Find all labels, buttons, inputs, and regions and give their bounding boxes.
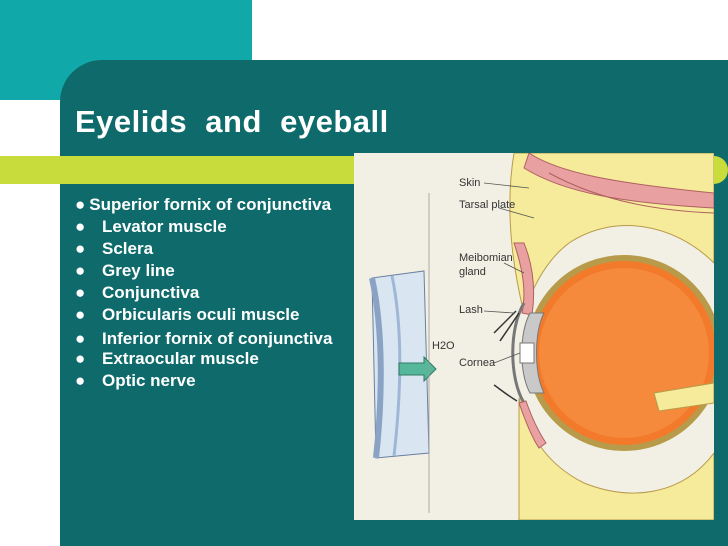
tarsal-plate-label: Tarsal plate (459, 199, 515, 211)
h2o-label: H2O (432, 340, 455, 352)
leader-line (483, 182, 530, 189)
eye-anatomy-figure: H2O Skin Tarsal plate Meibomian gland La… (354, 153, 714, 520)
leader-line (498, 207, 535, 219)
cornea-curve (511, 302, 526, 404)
meibomian-label: Meibomian (459, 252, 513, 264)
skin-label: Skin (459, 177, 480, 189)
slide-title: Eyelids and eyeball (75, 104, 389, 139)
bullet-item: ●Optic nerve (75, 371, 196, 390)
leader-line (503, 262, 525, 274)
optic-nerve (653, 382, 714, 412)
lower-lid-tarsus (518, 400, 547, 449)
vitreous (539, 268, 709, 438)
bullet-dot-icon: ● (75, 261, 86, 280)
bullet-item: ●Sclera (75, 239, 154, 258)
bullet-dot-icon: ● (75, 305, 86, 324)
bullet-item: ●Levator muscle (75, 217, 227, 236)
bullet-item: ●Orbicularis oculi muscle (75, 305, 300, 324)
eyelash (499, 312, 520, 342)
muscle-fibers (548, 172, 714, 214)
lash-label: Lash (459, 304, 483, 316)
bullet-item: ●Superior fornix of conjunctiva (75, 195, 332, 214)
bullet-item: ●Grey line (75, 261, 175, 280)
bullet-dot-icon: ● (75, 349, 86, 368)
bullet-dot-icon: ● (75, 217, 86, 236)
bullet-item: ●Conjunctiva (75, 283, 200, 302)
tissue-layer (369, 277, 384, 459)
leader-line (493, 352, 521, 364)
leader-line (483, 310, 515, 314)
arrow-icon (398, 355, 437, 383)
levator-muscle (523, 153, 714, 209)
bullet-dot-icon: ● (75, 195, 86, 214)
eye-diagram-svg: H2O Skin Tarsal plate Meibomian gland La… (369, 153, 714, 520)
bullet-dot-icon: ● (75, 239, 86, 258)
bullet-dot-icon: ● (75, 329, 86, 348)
bullet-dot-icon: ● (75, 283, 86, 302)
bullet-dot-icon: ● (75, 371, 86, 390)
bullet-item: ●Extraocular muscle (75, 349, 259, 368)
gland-label: gland (459, 266, 486, 278)
eyelash (493, 310, 517, 334)
cornea-label: Cornea (459, 357, 496, 369)
cornea-box (519, 342, 535, 364)
bullet-list: ●Superior fornix of conjunctiva ●Levator… (75, 194, 355, 392)
bullet-item: ●Inferior fornix of conjunctiva (75, 329, 333, 348)
eyelash (493, 384, 518, 402)
